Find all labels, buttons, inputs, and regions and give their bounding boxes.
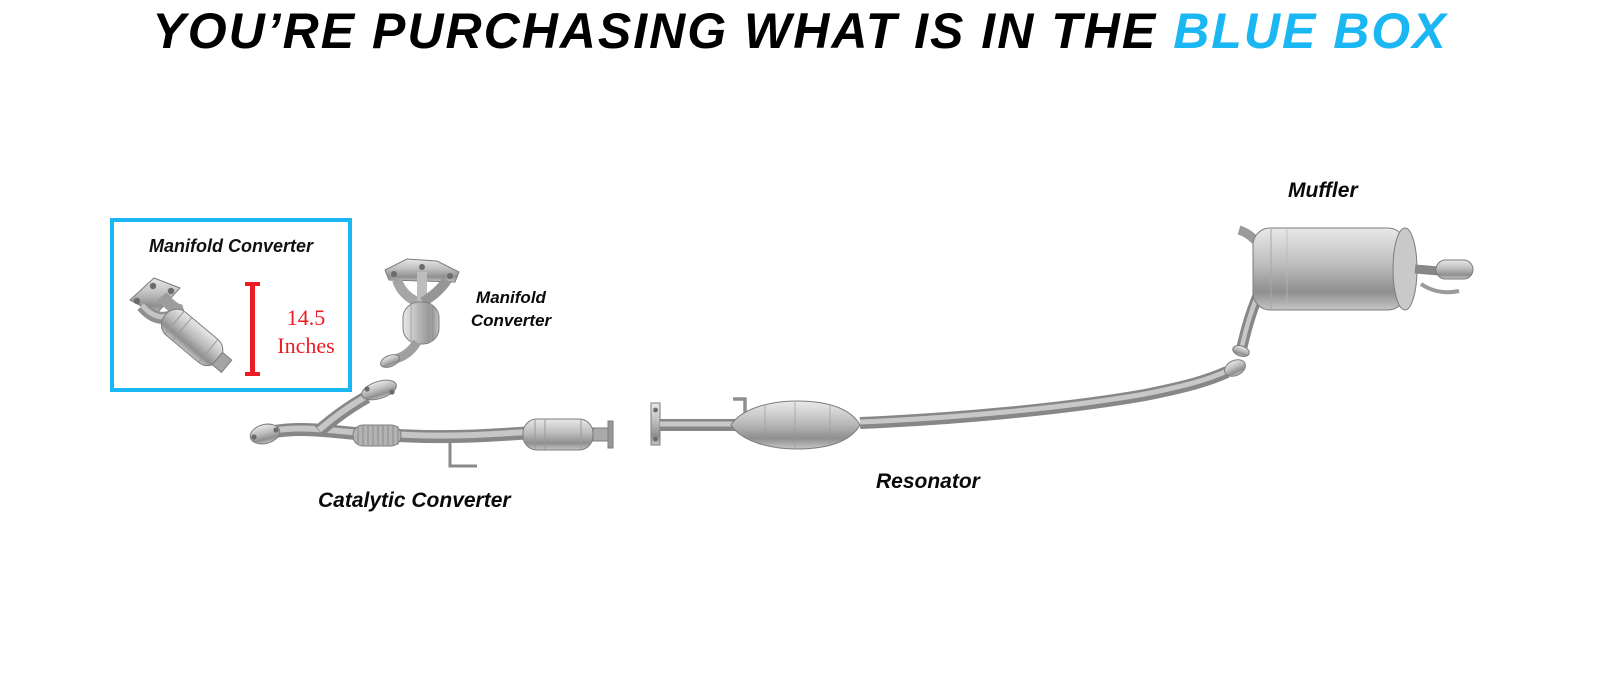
manifold-converter-drawing-2 [380,258,460,368]
manifold-converter-label: Manifold Converter [455,287,567,333]
catalytic-converter-image [245,375,620,475]
page-title: YOU’RE PURCHASING WHAT IS IN THE BLUE BOX [0,2,1600,60]
catalytic-converter-label: Catalytic Converter [318,489,511,512]
boxed-manifold-converter-label: Manifold Converter [148,236,313,256]
title-text: YOU’RE PURCHASING WHAT IS IN THE [152,3,1158,59]
muffler-image [1225,212,1480,362]
muffler-drawing [1232,225,1474,357]
boxed-manifold-converter-image [122,266,244,384]
measurement-line [245,282,260,376]
muffler-label: Muffler [1288,179,1358,202]
manifold-converter-label-line2: Converter [470,310,552,330]
catalytic-converter-drawing [249,379,614,468]
resonator-drawing [650,359,1246,450]
manifold-converter-image [373,250,473,370]
resonator-image [645,355,1255,463]
manifold-converter-label-line1: Manifold [476,288,546,307]
measurement-text: 14.5 Inches [262,304,350,359]
blue-box: Manifold Converter 14. [110,218,352,392]
resonator-label: Resonator [876,470,980,493]
measurement-unit: Inches [277,332,335,358]
blue-box-highlight-text: BLUE BOX [1173,3,1448,59]
measurement-value: 14.5 [286,305,326,330]
manifold-converter-drawing [129,277,233,374]
